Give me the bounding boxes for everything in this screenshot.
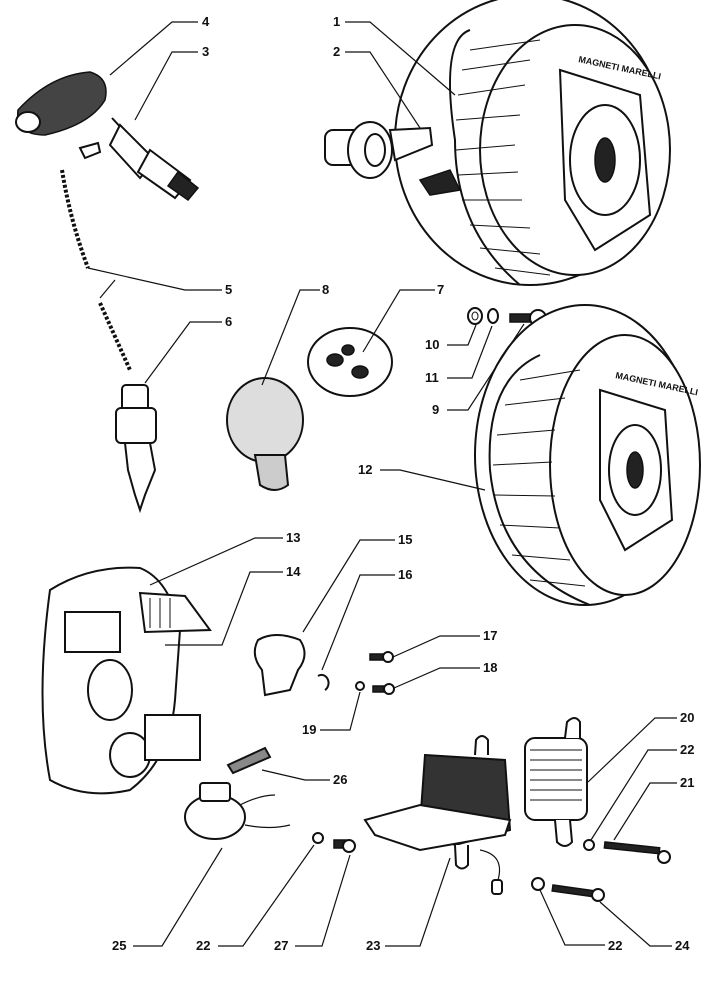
callout-1: 1	[333, 14, 341, 29]
part-6-connector	[115, 384, 157, 514]
callout-19: 19	[302, 722, 317, 737]
callout-15: 15	[398, 532, 413, 547]
callout-8: 8	[322, 282, 330, 297]
callout-2: 2	[333, 44, 341, 59]
part-7-breaker-plate	[307, 327, 393, 397]
callout-7: 7	[437, 282, 445, 297]
part-2-hub-bracket	[324, 121, 462, 196]
part-11-spring-washer	[487, 308, 499, 324]
callout-13: 13	[286, 530, 301, 545]
callout-26: 26	[333, 772, 348, 787]
callout-10: 10	[425, 337, 440, 352]
callout-17: 17	[483, 628, 498, 643]
leader-lines	[87, 21, 677, 947]
callout-22-left: 22	[196, 938, 211, 953]
callout-6: 6	[225, 314, 233, 329]
callout-4: 4	[202, 14, 210, 29]
callout-23: 23	[366, 938, 381, 953]
part-8-rubber-cap	[226, 377, 304, 491]
part-16-clip	[317, 673, 330, 691]
part-20-voltage-regulator	[524, 717, 588, 847]
part-10-washer	[467, 307, 483, 325]
part-26-felt-pad	[226, 746, 272, 775]
callout-12: 12	[358, 462, 373, 477]
part-14-ignition-coil	[64, 591, 212, 761]
part-21-screw	[603, 841, 671, 864]
part-19-washer	[355, 681, 365, 691]
callout-27: 27	[274, 938, 289, 953]
part-25-condenser	[184, 782, 291, 840]
part-17-screw	[369, 651, 394, 663]
callout-5: 5	[225, 282, 233, 297]
callout-16: 16	[398, 567, 413, 582]
part-22-washer	[531, 877, 545, 891]
part-12-flywheel-rotor: MAGNETI MARELLI	[474, 304, 701, 606]
callout-22-top: 22	[680, 742, 695, 757]
part-1-flywheel-magneto: MAGNETI MARELLI	[394, 0, 671, 286]
callout-21: 21	[680, 775, 695, 790]
callout-3: 3	[202, 44, 210, 59]
part-23-ht-coil	[363, 735, 512, 895]
callout-20: 20	[680, 710, 695, 725]
part-27-screw	[333, 839, 356, 853]
part-22-washer	[312, 832, 324, 844]
callout-11: 11	[425, 370, 439, 385]
callout-9: 9	[432, 402, 440, 417]
part-5-ht-lead	[60, 141, 132, 371]
callout-18: 18	[483, 660, 498, 675]
part-24-screw	[551, 884, 605, 902]
callout-14: 14	[286, 564, 301, 579]
part-22-washer	[583, 839, 595, 851]
callout-24: 24	[675, 938, 690, 953]
part-18-screw	[372, 683, 395, 695]
part-3-spark-plug	[108, 117, 200, 202]
callout-22-bottom: 22	[608, 938, 623, 953]
callout-25: 25	[112, 938, 127, 953]
part-4-plug-cap	[15, 71, 107, 136]
part-15-contact-breaker	[253, 634, 306, 697]
